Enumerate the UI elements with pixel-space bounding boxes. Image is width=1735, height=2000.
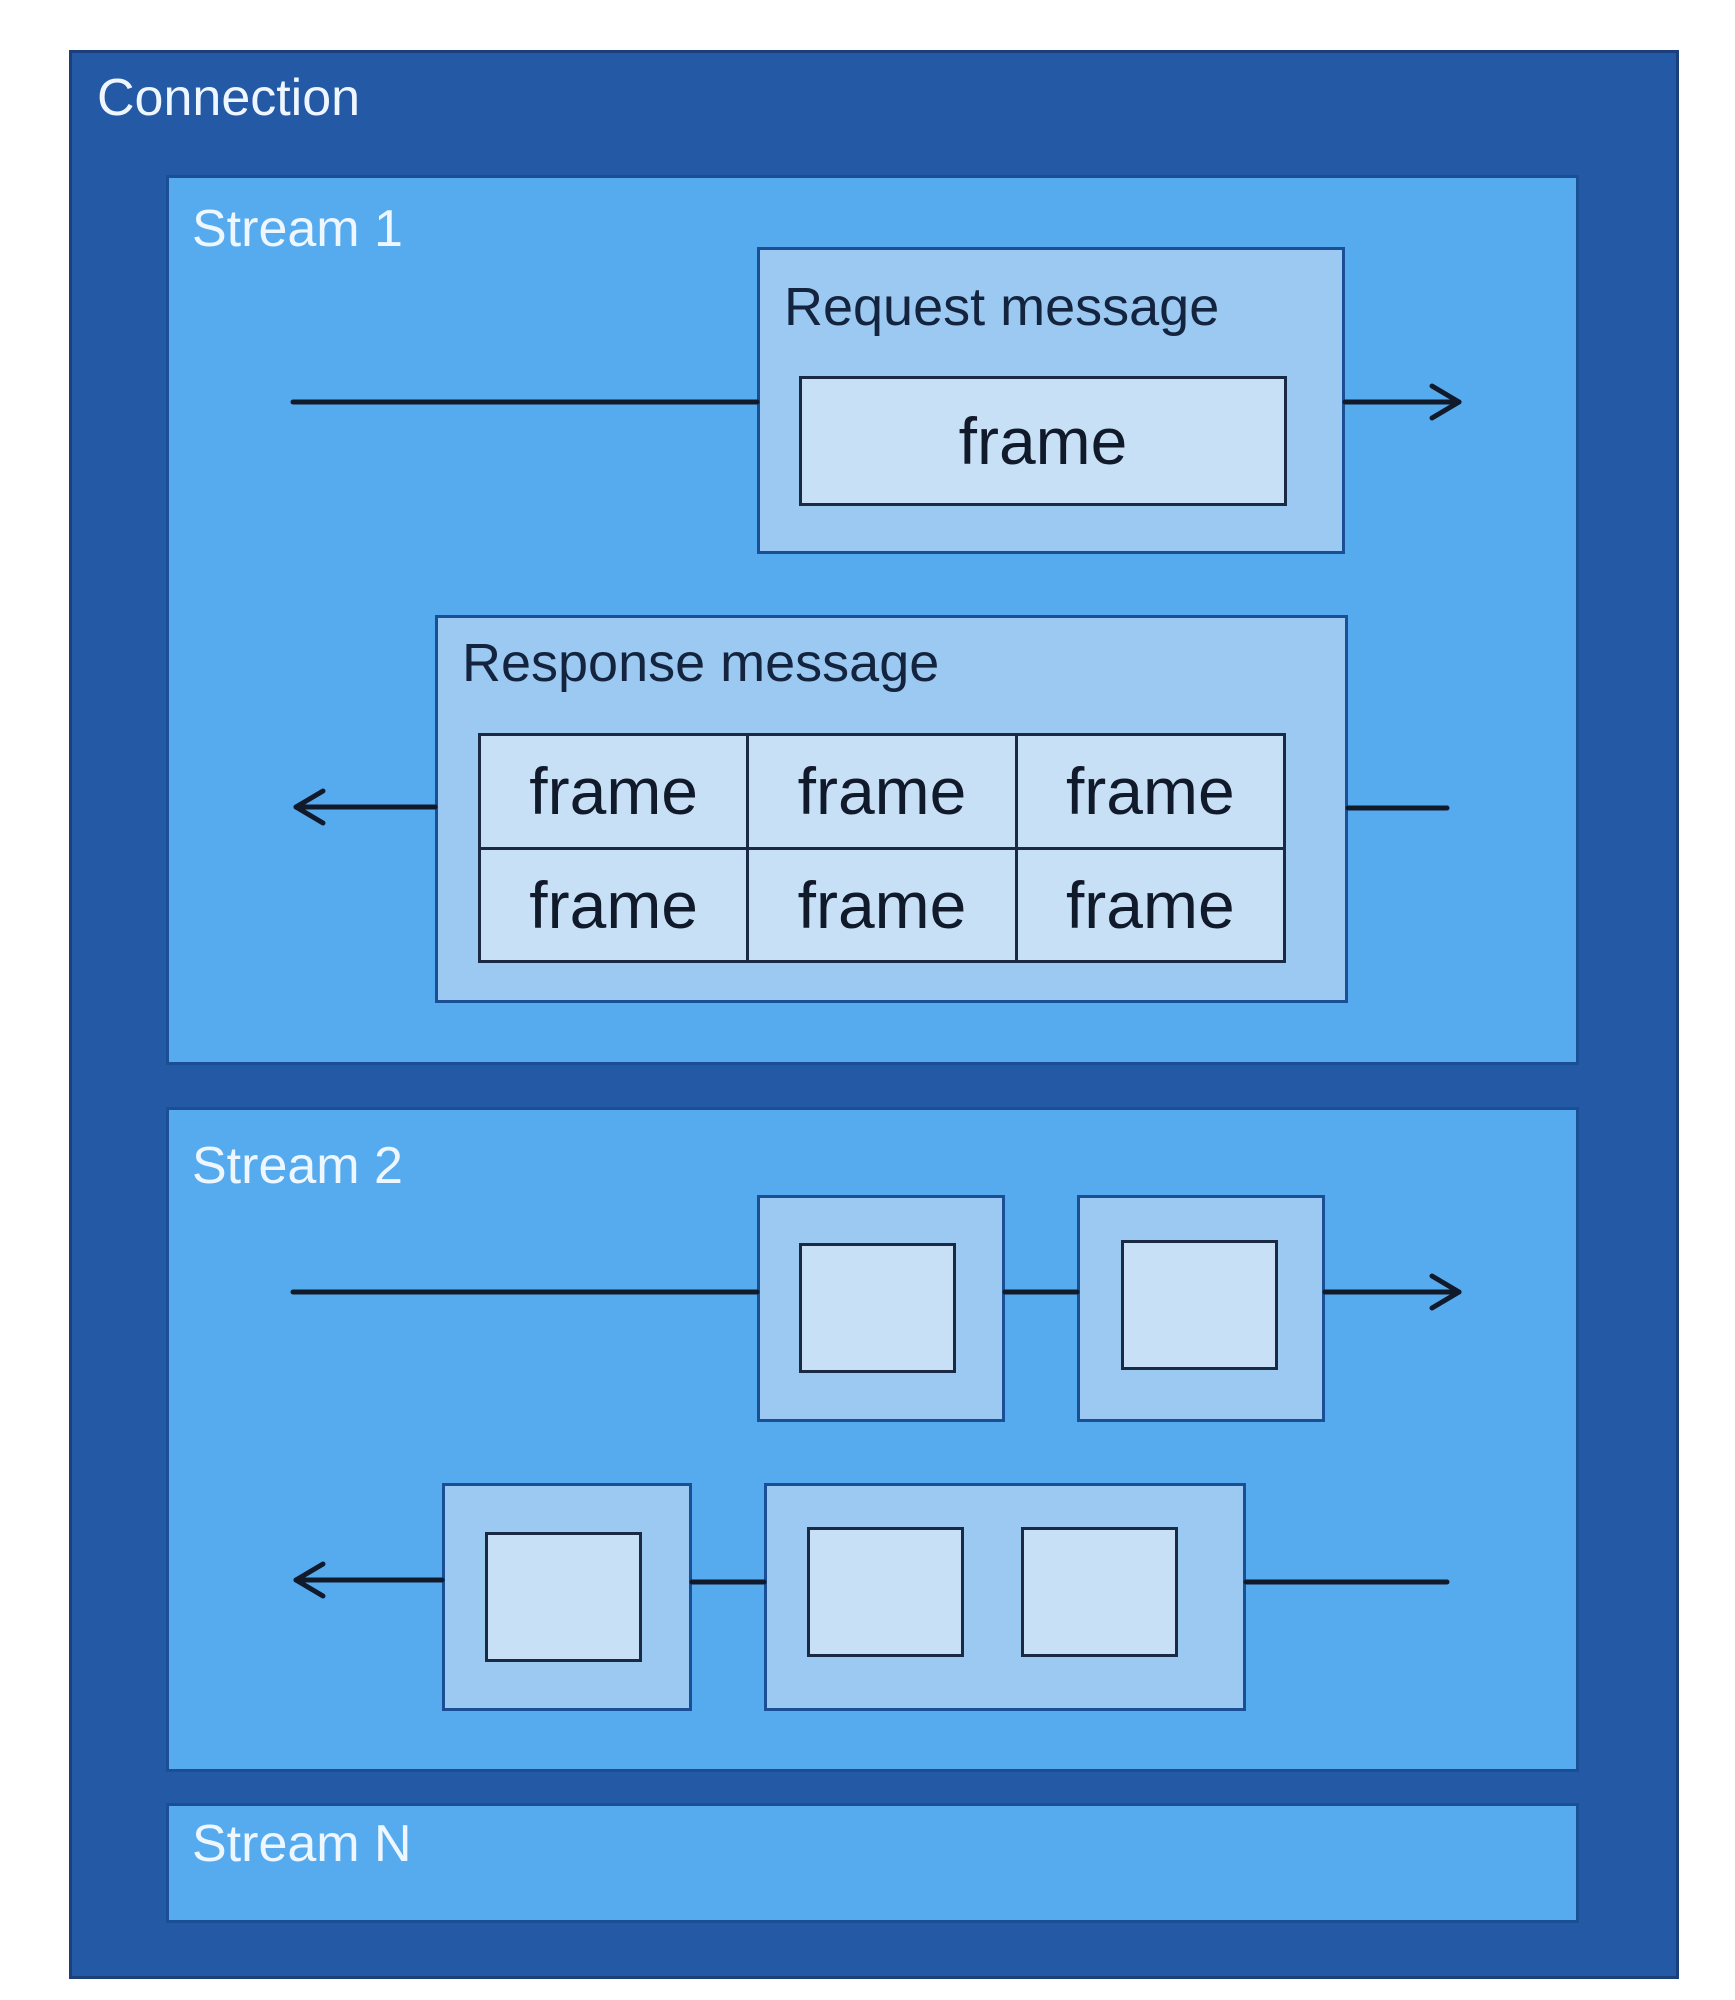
request-frame: frame [799, 376, 1287, 506]
response-frame-grid: frame frame frame frame frame frame [478, 733, 1286, 963]
response-frame: frame [749, 849, 1015, 960]
stream-n-box [166, 1803, 1579, 1923]
stream-2-in-frame-1 [485, 1532, 642, 1662]
response-frame: frame [481, 736, 747, 847]
stream-1-label: Stream 1 [192, 200, 403, 258]
stream-2-label: Stream 2 [192, 1137, 403, 1195]
stream-2-in-frame-3 [1021, 1527, 1178, 1657]
response-frame: frame [1017, 736, 1283, 847]
request-message-label: Request message [784, 277, 1220, 337]
response-frame: frame [749, 736, 1015, 847]
response-frame: frame [1017, 849, 1283, 960]
stream-2-out-frame-2 [1121, 1240, 1278, 1370]
response-frame: frame [481, 849, 747, 960]
stream-2-out-frame-1 [799, 1243, 956, 1373]
stream-2-in-frame-2 [807, 1527, 964, 1657]
connection-label: Connection [97, 69, 361, 127]
response-message-label: Response message [462, 633, 940, 693]
stream-n-label: Stream N [192, 1815, 412, 1873]
stream-2-in-message-1 [442, 1483, 692, 1711]
